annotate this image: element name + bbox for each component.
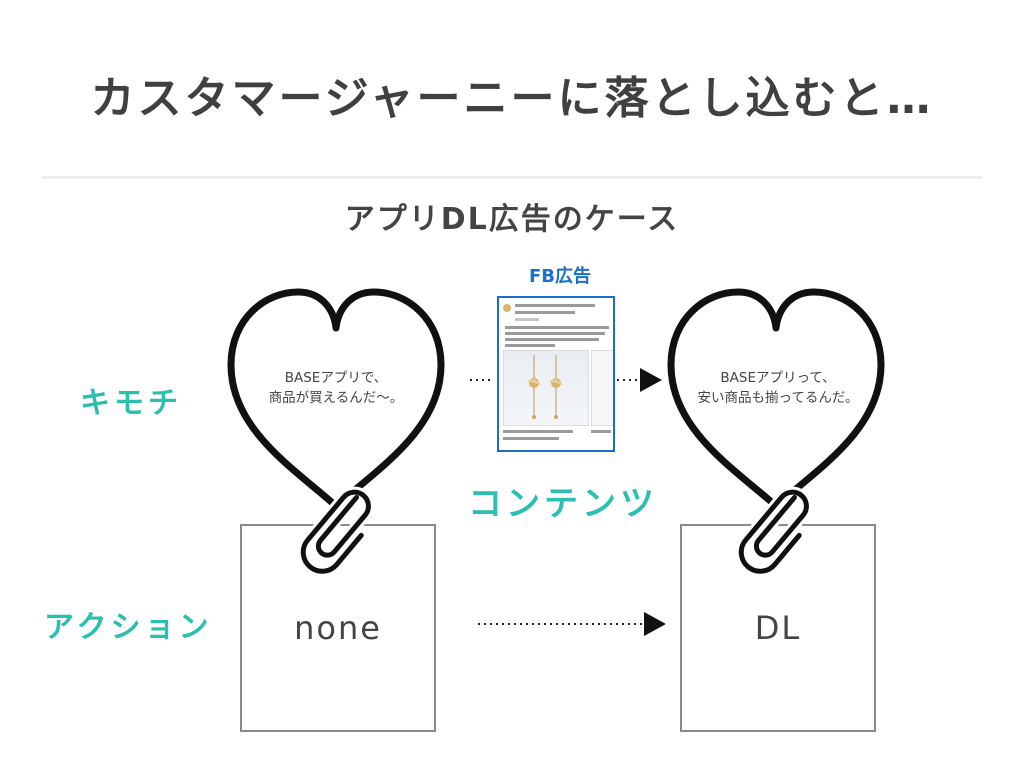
ad-header [503, 302, 607, 324]
ad-text-line [515, 318, 539, 321]
ad-text-line [515, 311, 575, 314]
page-title: カスタマージャーニーに落とし込むと… [90, 73, 934, 124]
action-value: none [294, 609, 382, 647]
earring-image [526, 355, 564, 419]
heart-text-line: 商品が買えるんだ〜。 [268, 390, 404, 406]
action-box-before: none [240, 524, 436, 732]
ad-text-line [503, 430, 573, 433]
ad-text-line [505, 344, 555, 347]
title-divider [42, 176, 982, 179]
ad-product-photo [591, 350, 613, 426]
heart-text-line: BASEアプリって、 [720, 370, 836, 386]
ad-text-line [505, 326, 609, 329]
heart-text-before: BASEアプリで、 商品が買えるんだ〜。 [236, 368, 436, 408]
ad-avatar [503, 304, 511, 312]
ad-label: FB広告 [528, 266, 591, 287]
row-label-action: アクション [44, 610, 213, 645]
page-subtitle: アプリDL広告のケース [344, 202, 680, 237]
heart-text-line: 安い商品も揃ってるんだ。 [697, 390, 859, 406]
ad-text-line [505, 332, 605, 335]
ad-text-line [515, 304, 595, 307]
action-box-after: DL [680, 524, 876, 732]
row-label-feeling: キモチ [80, 386, 182, 421]
ad-text-line [503, 437, 559, 440]
ad-footer [503, 428, 611, 448]
action-value: DL [754, 609, 802, 647]
fb-ad-thumbnail [497, 296, 615, 452]
heart-text-after: BASEアプリって、 安い商品も揃ってるんだ。 [672, 368, 884, 408]
ad-text-line [591, 430, 611, 433]
heart-text-line: BASEアプリで、 [284, 370, 388, 386]
ad-text-line [505, 338, 599, 341]
ad-product-photo [503, 350, 589, 426]
contents-label: コンテンツ [468, 484, 658, 524]
arrow-right-icon [470, 368, 662, 392]
arrow-right-icon [478, 612, 666, 636]
